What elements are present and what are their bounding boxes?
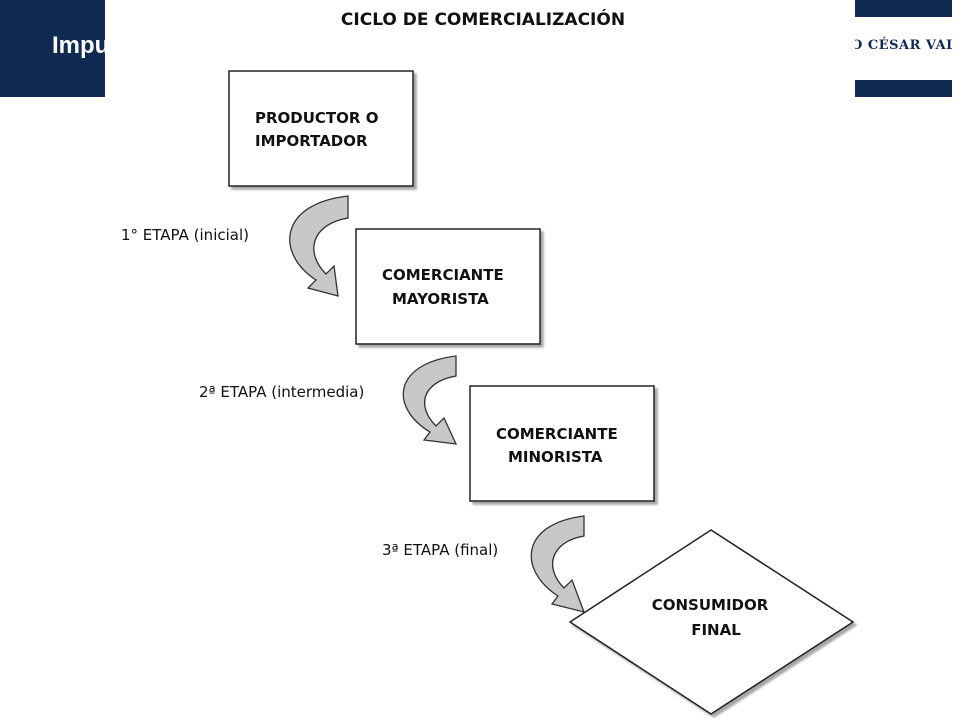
stage-2-arrow-icon — [402, 355, 458, 445]
header-left-text: Impu — [52, 32, 105, 59]
node-minorista-box — [469, 385, 655, 502]
stage-3-label: 3ª ETAPA (final) — [382, 541, 498, 559]
node-productor-line1: PRODUCTOR O — [255, 109, 378, 127]
stage-2-label: 2ª ETAPA (intermedia) — [199, 383, 364, 401]
header-right-logo: O CÉSAR VALLEJO — [855, 0, 952, 97]
node-productor-line2: IMPORTADOR — [255, 132, 368, 150]
node-consumidor-line1: CONSUMIDOR — [652, 596, 769, 614]
node-productor-box — [228, 70, 414, 187]
stage-1-arrow-icon — [289, 195, 349, 297]
node-mayorista-box — [355, 228, 541, 345]
logo-text: O CÉSAR VALLEJO — [855, 38, 952, 53]
stage-3-arrow-icon — [530, 515, 586, 613]
logo-bottom-bar — [855, 80, 952, 97]
node-consumidor-diamond — [568, 529, 855, 715]
stage-1-label: 1° ETAPA (inicial) — [121, 226, 249, 244]
node-consumidor-line2: FINAL — [691, 621, 741, 639]
header-left-bar: Impu — [0, 0, 105, 97]
diagram-title: CICLO DE COMERCIALIZACIÓN — [340, 10, 626, 30]
node-mayorista-line1: COMERCIANTE — [382, 266, 504, 284]
node-mayorista-line2: MAYORISTA — [392, 290, 489, 308]
node-minorista-line1: COMERCIANTE — [496, 425, 618, 443]
logo-top-bar — [855, 0, 952, 17]
node-minorista-line2: MINORISTA — [508, 448, 603, 466]
